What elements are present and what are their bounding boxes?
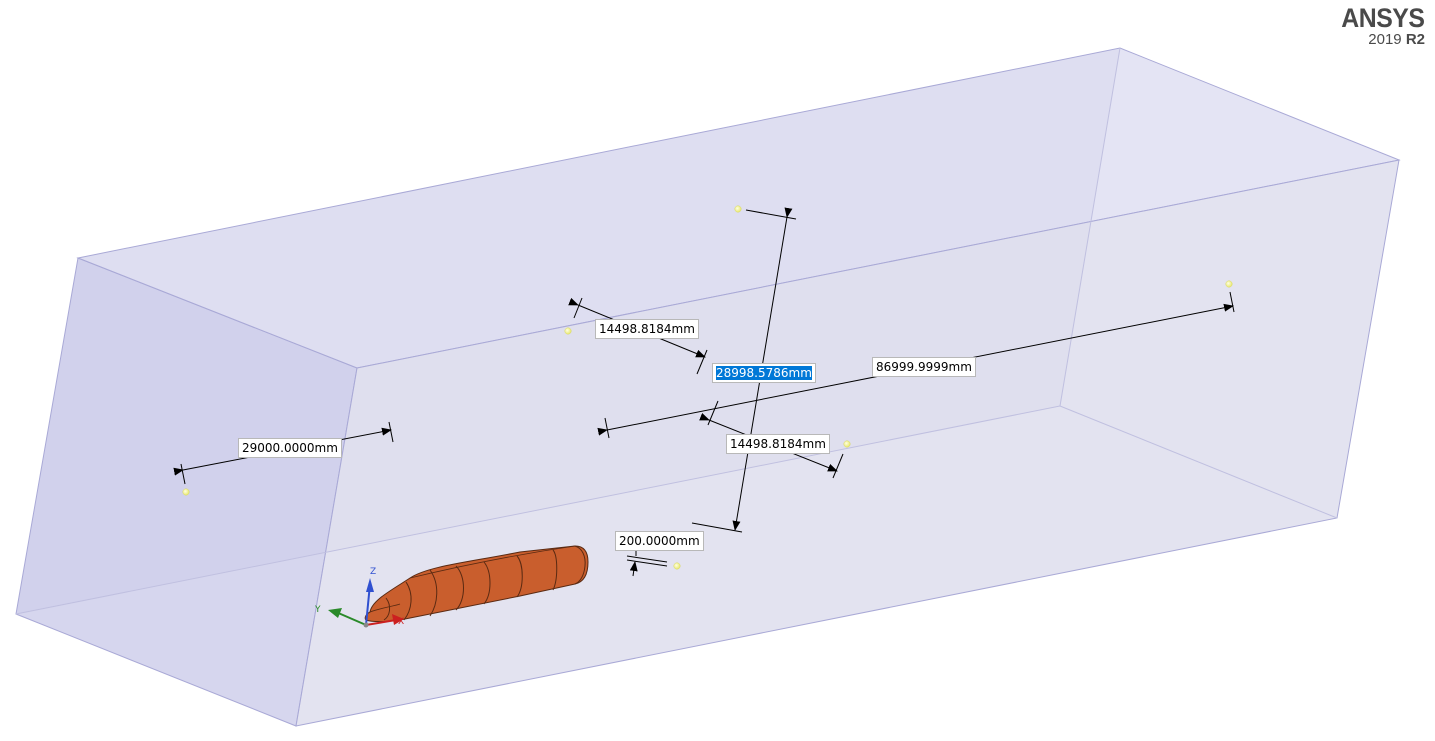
- dimension-value: 86999.9999mm: [876, 360, 972, 374]
- dimension-gap[interactable]: [626, 546, 668, 577]
- version-release: R2: [1405, 31, 1425, 48]
- dimension-label-width-left[interactable]: 29000.0000mm: [238, 438, 342, 458]
- dimension-label-offset-bottom[interactable]: 14498.8184mm: [726, 434, 830, 454]
- triad-z-label: Z: [370, 567, 376, 577]
- dimension-value-editing[interactable]: 28998.5786mm: [716, 366, 812, 380]
- dimension-label-offset-top[interactable]: 14498.8184mm: [595, 319, 699, 339]
- train-body[interactable]: [364, 545, 589, 622]
- dimension-label-length[interactable]: 86999.9999mm: [872, 357, 976, 377]
- triad-y-label: Y: [314, 605, 321, 615]
- xyz-triad-icon: Z Y X: [314, 567, 404, 628]
- triad-x-label: X: [398, 617, 404, 627]
- dimension-value: 29000.0000mm: [242, 441, 338, 455]
- version-year: 2019: [1368, 31, 1402, 48]
- product-version: 2019 R2: [1334, 32, 1425, 47]
- dimension-anchor-point-icon[interactable]: [182, 205, 1233, 570]
- dimension-value: 14498.8184mm: [730, 437, 826, 451]
- product-name: ANSYS: [1341, 3, 1426, 33]
- dimension-label-gap[interactable]: 200.0000mm: [615, 531, 704, 551]
- dimension-value: 14498.8184mm: [599, 322, 695, 336]
- ansys-logo: ANSYS 2019 R2: [1334, 3, 1426, 47]
- dimension-value: 200.0000mm: [619, 534, 700, 548]
- dimension-label-height-selected[interactable]: 28998.5786mm: [712, 363, 816, 383]
- enclosure-body[interactable]: [15, 47, 1401, 727]
